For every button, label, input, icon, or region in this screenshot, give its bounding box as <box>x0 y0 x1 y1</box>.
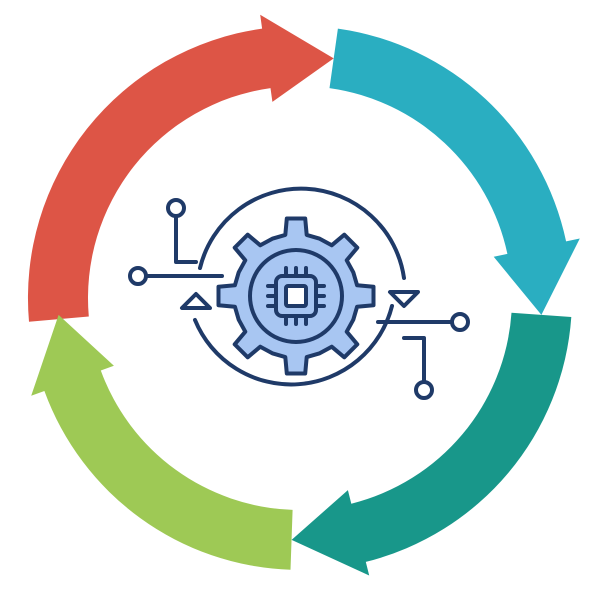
bottom-left-arrow <box>31 314 293 570</box>
refresh-arrows-icon <box>180 186 420 387</box>
gear-icon <box>216 216 376 376</box>
circuit-line-right-icon <box>376 312 470 332</box>
top-right-arrow <box>329 28 580 315</box>
circuit-line-bottom-right-icon <box>402 336 434 400</box>
circuit-line-left-icon <box>128 266 224 286</box>
microchip-icon <box>266 266 326 326</box>
cycle-arrows <box>27 14 580 576</box>
circuit-line-top-left-icon <box>166 198 198 264</box>
top-left-arrow <box>27 14 334 322</box>
bottom-right-arrow <box>291 312 572 576</box>
gear-chip-process-icon <box>128 186 470 400</box>
